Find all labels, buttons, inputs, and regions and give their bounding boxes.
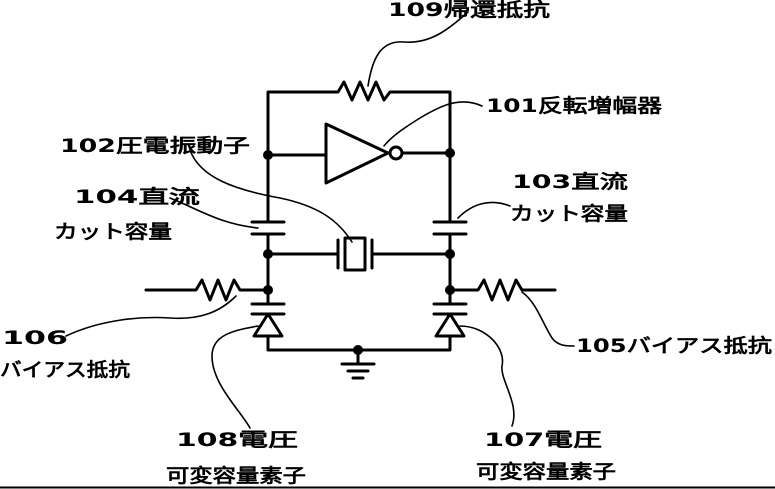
- leader-106: [65, 295, 237, 337]
- leader-108: [211, 325, 259, 429]
- label-cap103-line2: カット容量: [510, 202, 628, 225]
- label-res106-line1: 106: [2, 327, 68, 349]
- junction-dot: [445, 249, 455, 259]
- varactor-107-wire-bottom: [356, 334, 452, 352]
- label-piezo-102: 102圧電振動子: [60, 134, 250, 157]
- bias-resistor-105: [448, 278, 557, 302]
- piezoelectric-vibrator-102: [343, 236, 367, 272]
- junction-dot: [445, 285, 455, 295]
- junction-dot: [353, 345, 363, 355]
- inverting-amplifier-101: [324, 122, 390, 185]
- label-var108-line2: 可変容量素子: [166, 464, 306, 487]
- inverter-bubble: [388, 145, 404, 161]
- varactor-108-diode: [252, 312, 284, 338]
- junction-dot: [445, 148, 455, 158]
- junction-dot: [263, 249, 273, 259]
- label-cap103-line1: 103直流: [512, 170, 628, 193]
- leader-101: [383, 101, 483, 147]
- feedback-resistor-109: [266, 80, 452, 157]
- leader-105: [521, 291, 575, 347]
- label-res106-line2: バイアス抵抗: [0, 358, 130, 381]
- leader-102: [189, 149, 353, 243]
- label-res105: 105バイアス抵抗: [576, 334, 772, 357]
- label-cap104-line1: 104直流: [74, 185, 200, 208]
- junction-dot: [263, 285, 273, 295]
- label-var108-line1: 108電圧: [176, 429, 298, 451]
- varactor-107-diode: [434, 312, 466, 338]
- label-cap104-line2: カット容量: [54, 220, 172, 243]
- bias-resistor-106: [144, 278, 270, 302]
- junction-dot: [263, 150, 273, 160]
- label-feedback-resistor-109: 109帰還抵抗: [388, 0, 550, 21]
- label-var107-line1: 107電圧: [484, 429, 602, 451]
- leader-107: [459, 325, 515, 427]
- leader-109: [367, 11, 469, 87]
- label-var107-line2: 可変容量素子: [476, 460, 616, 483]
- varactor-108-wire-bottom: [266, 334, 360, 352]
- leader-104: [169, 197, 259, 229]
- label-inverting-amp-101: 101反転増幅器: [486, 94, 663, 117]
- leader-103: [457, 201, 511, 219]
